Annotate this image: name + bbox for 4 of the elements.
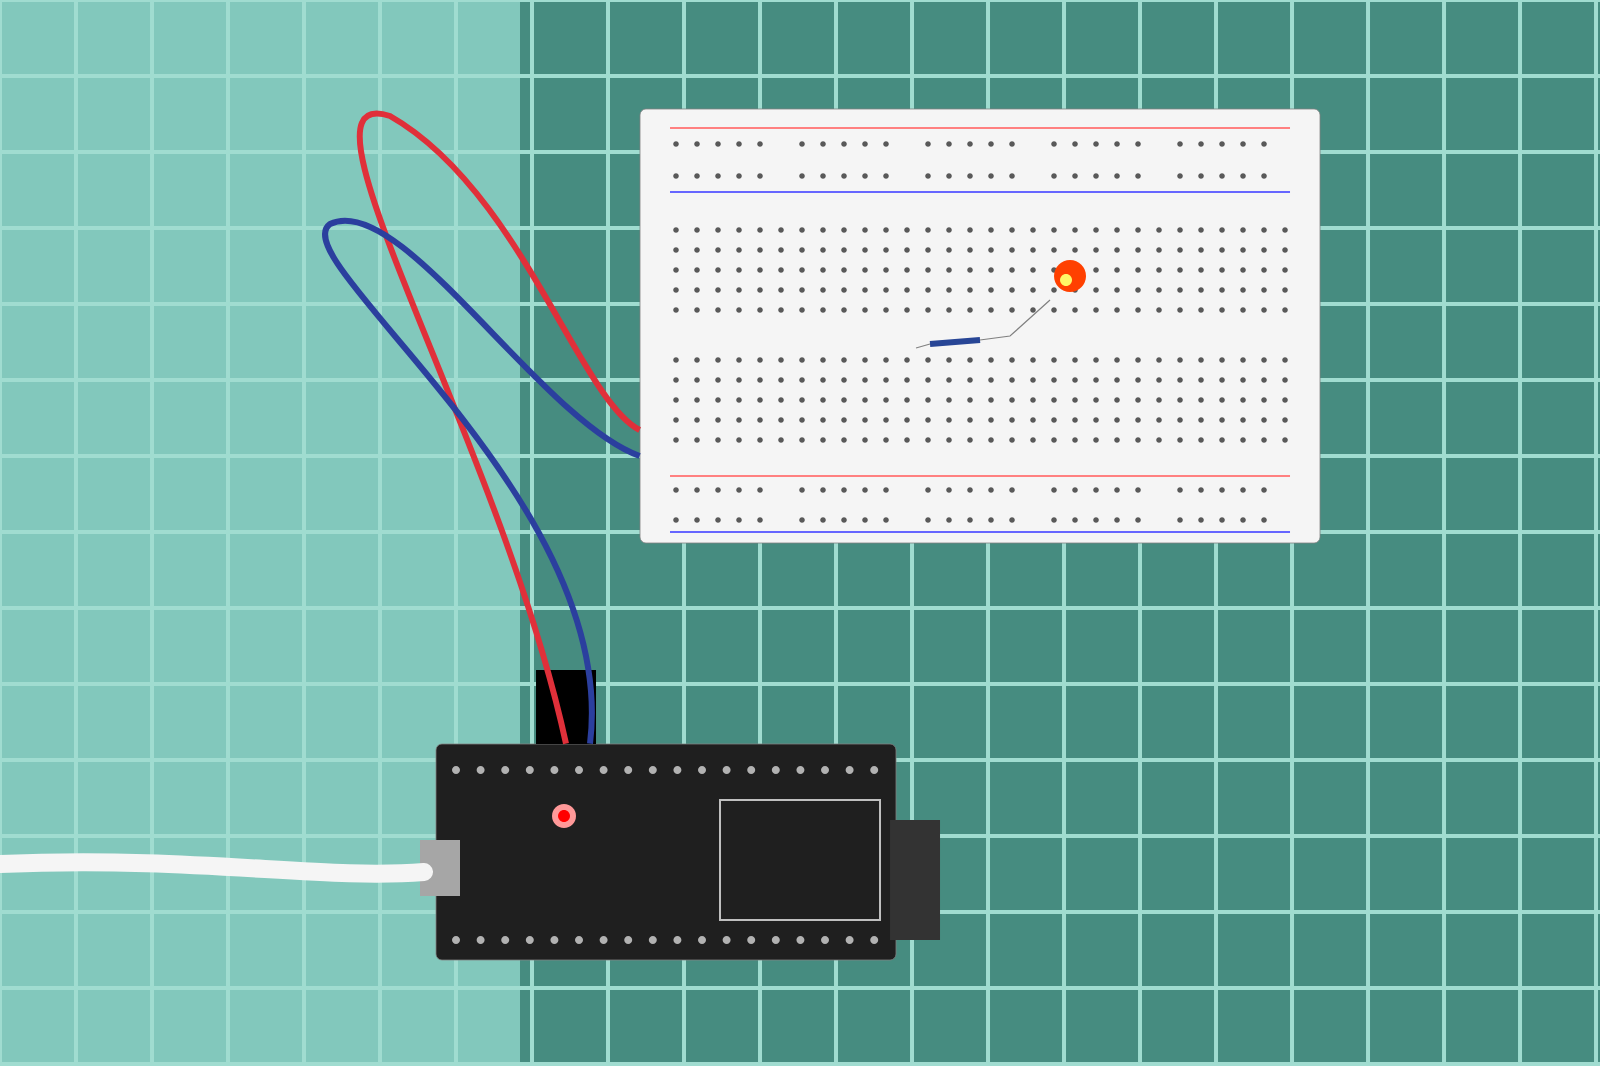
circuit-board-drawing (420, 670, 940, 961)
wire (322, 217, 641, 744)
breadboard-drawing (639, 108, 1321, 544)
wire (357, 112, 642, 745)
